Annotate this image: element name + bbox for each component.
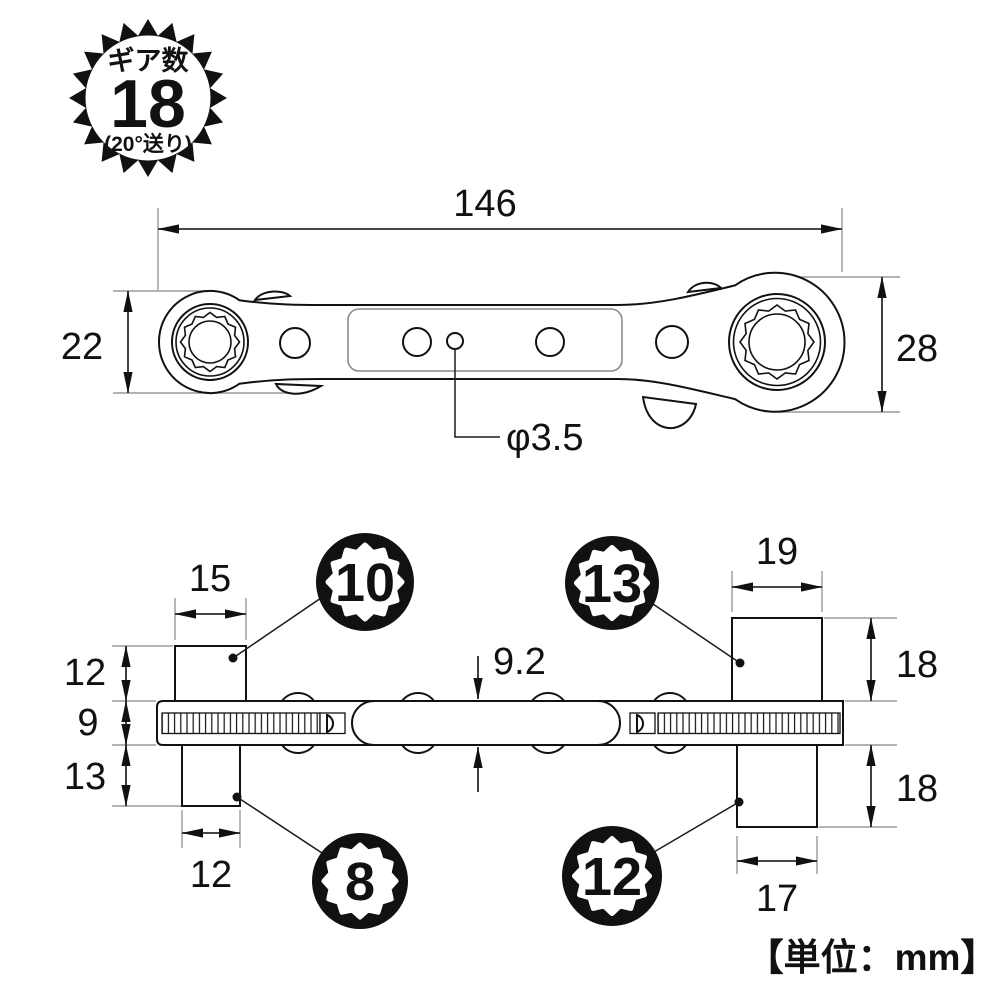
cover-plate <box>347 308 623 372</box>
dim-label-left-head: 22 <box>61 326 103 368</box>
socket-badge-10: 10 <box>316 533 414 631</box>
pawl-bump-top-left <box>252 290 293 302</box>
pawl-ball-left <box>326 713 334 734</box>
boss-bottom-right-12mm <box>736 744 818 828</box>
gear-count-badge: ギア数 18 (20°送り) <box>69 19 227 177</box>
socket-profile-icon <box>574 545 650 621</box>
cover-plate-edge <box>351 700 621 746</box>
gear-teeth-band-right <box>657 712 841 735</box>
side-view: 15 12 9 13 12 9.2 19 18 18 17 <box>64 531 938 929</box>
top-view: 146 22 28 <box>61 183 938 459</box>
badge-inner-circle <box>85 35 211 161</box>
socket-profile-icon <box>321 842 399 920</box>
dim-label-bottom-left-width: 12 <box>190 854 232 896</box>
right-socket-ring <box>728 293 826 391</box>
gear-teeth-band-left <box>161 712 321 735</box>
dim-label-top-left-width: 15 <box>189 558 231 600</box>
pawl-bump-top-right <box>686 281 724 294</box>
dim-label-hole: φ3.5 <box>506 417 583 459</box>
pawl-tab-bottom-left <box>274 382 325 395</box>
dim-label-bottom-left-height: 13 <box>64 756 106 798</box>
wrench-body-outline <box>157 271 846 413</box>
socket-badge-13: 13 <box>565 536 659 630</box>
socket-badge-8: 8 <box>312 833 408 929</box>
left-socket-ring <box>171 303 249 381</box>
dim-label-right-head: 28 <box>896 328 938 370</box>
pawl-tab-bottom-right <box>641 395 698 430</box>
boss-bottom-left-8mm <box>181 744 241 807</box>
socket-leaders <box>228 597 745 854</box>
socket-badge-12: 12 <box>562 826 662 926</box>
socket-size-label: 13 <box>582 554 642 614</box>
socket-size-label: 8 <box>345 852 375 912</box>
gear-badge-count: 18 <box>110 66 186 142</box>
hole-leader-line <box>454 350 500 438</box>
gear-badge-note: (20°送り) <box>104 132 192 156</box>
gear-badge-title: ギア数 <box>108 46 190 76</box>
socket-profile-icon <box>572 836 652 916</box>
boss-top-right-13mm <box>731 617 823 702</box>
pawl-ball-right <box>636 713 644 734</box>
socket-size-label: 10 <box>335 553 395 613</box>
dim-label-length: 146 <box>453 183 516 225</box>
handle-holes <box>279 325 689 359</box>
dim-label-body-height: 9 <box>77 702 98 744</box>
dim-label-center-thickness: 9.2 <box>493 641 546 683</box>
small-hole-3-5 <box>446 332 464 350</box>
socket-size-label: 12 <box>582 847 642 907</box>
dim-label-top-left-height: 12 <box>64 652 106 694</box>
dim-label-bottom-right-height: 18 <box>896 768 938 810</box>
unit-label: 【単位：mm】 <box>747 937 998 978</box>
dim-label-top-right-height: 18 <box>896 644 938 686</box>
footer: 【単位：mm】 <box>747 937 998 978</box>
socket-profile-icon <box>325 542 405 622</box>
dim-label-top-right-width: 19 <box>756 531 798 573</box>
dim-label-bottom-right-width: 17 <box>756 878 798 920</box>
